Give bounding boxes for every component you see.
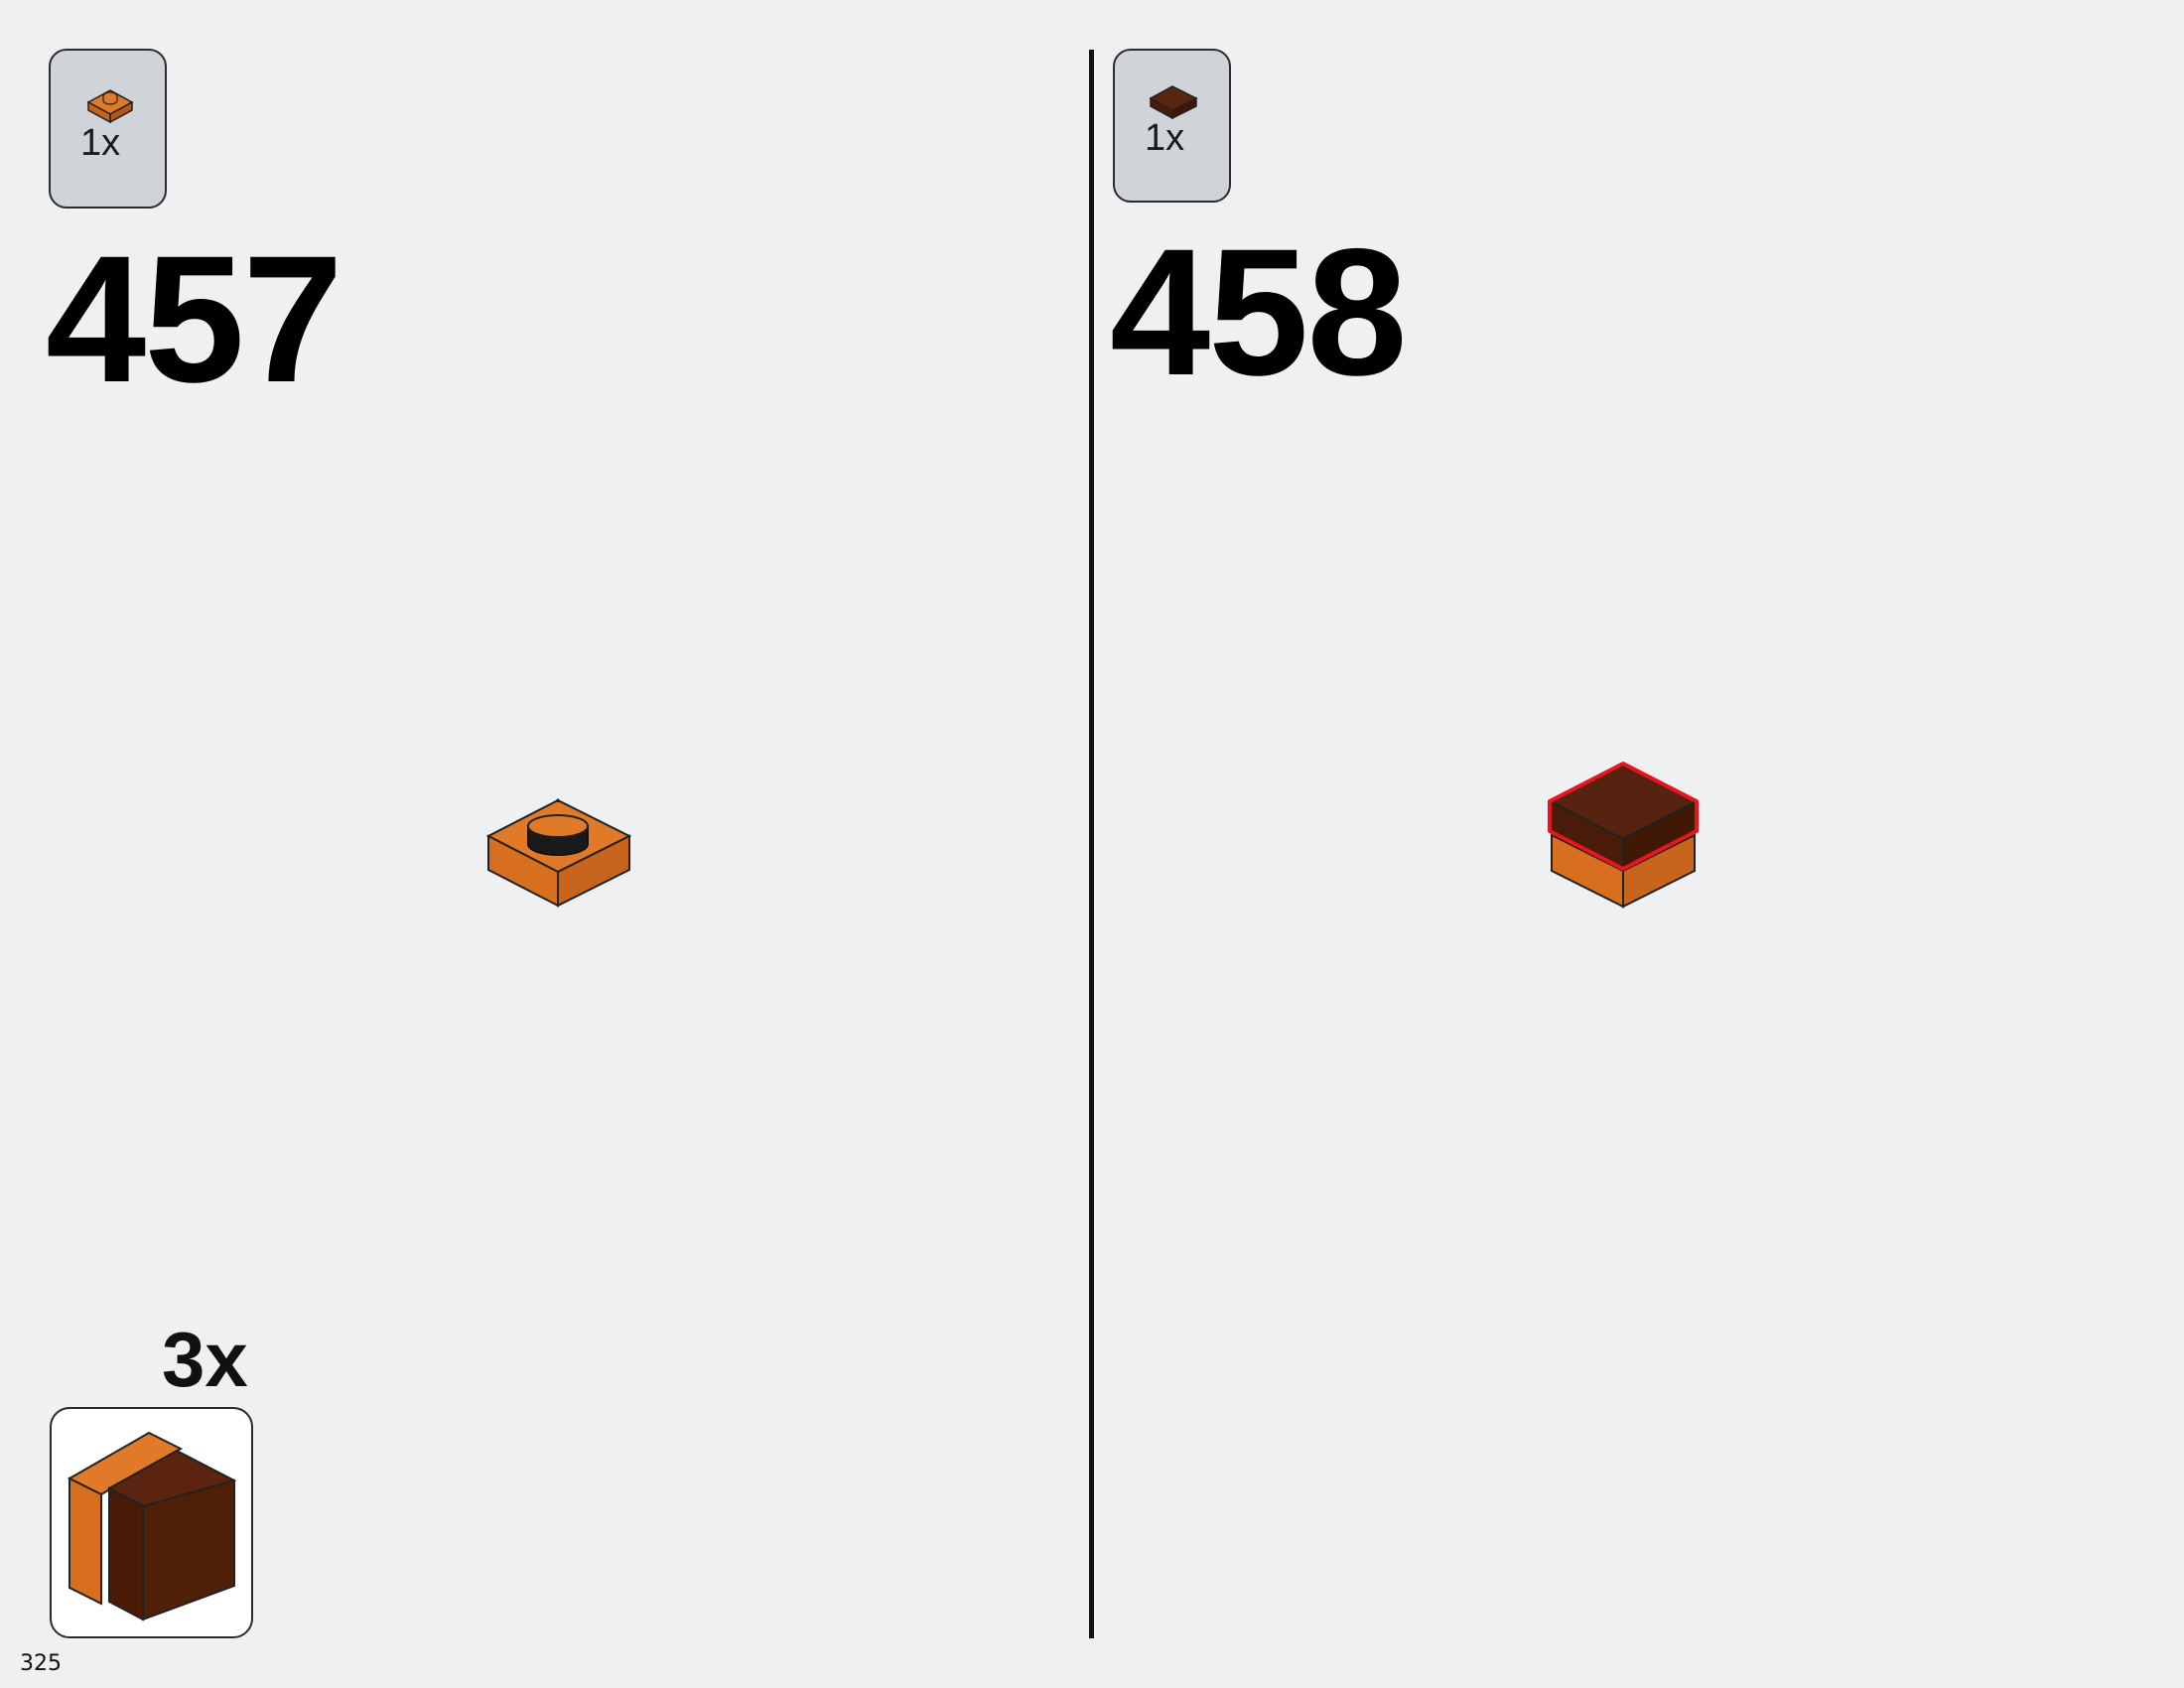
orange-brown-stack-icon [67,1431,237,1621]
step-458-parts-callout: 1x [1113,49,1231,203]
submodel-quantity: 3x [162,1316,248,1403]
part-quantity: 1x [80,122,121,164]
dark-brown-tile-1x1-icon [1149,85,1198,120]
page-number: 325 [20,1651,62,1676]
part-quantity: 1x [1145,117,1185,159]
submodel-callout [50,1407,253,1638]
step-divider [1089,50,1094,1638]
step-457-parts-callout: 1x [49,49,167,209]
orange-plate-model [486,798,632,908]
orange-plate-with-brown-tile-model [1547,762,1700,909]
step-number: 458 [1110,211,1408,413]
orange-plate-1x1-icon [86,89,134,124]
step-number: 457 [46,217,343,420]
